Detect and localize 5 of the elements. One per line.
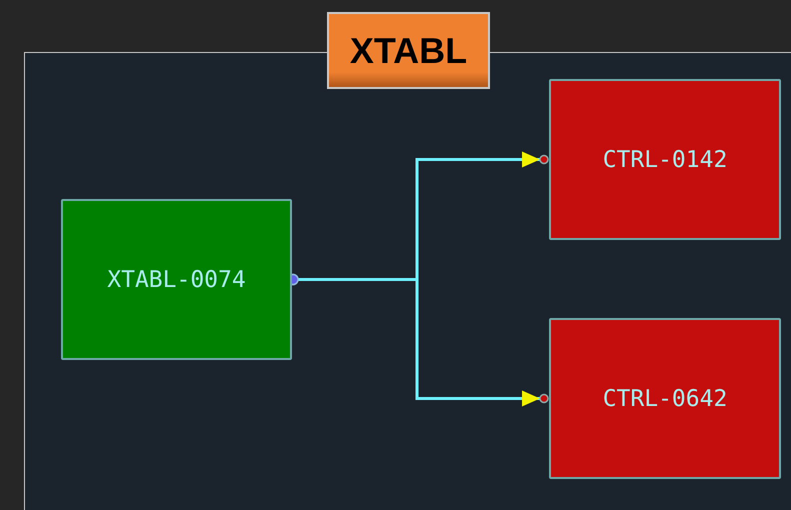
group-frame: [24, 12, 791, 510]
device-box: XTABL-0074: [61, 199, 292, 360]
group-title-tab: XTABL: [327, 12, 490, 89]
device-box: CTRL-0642: [549, 318, 781, 479]
device-box: CTRL-0142: [549, 79, 781, 240]
